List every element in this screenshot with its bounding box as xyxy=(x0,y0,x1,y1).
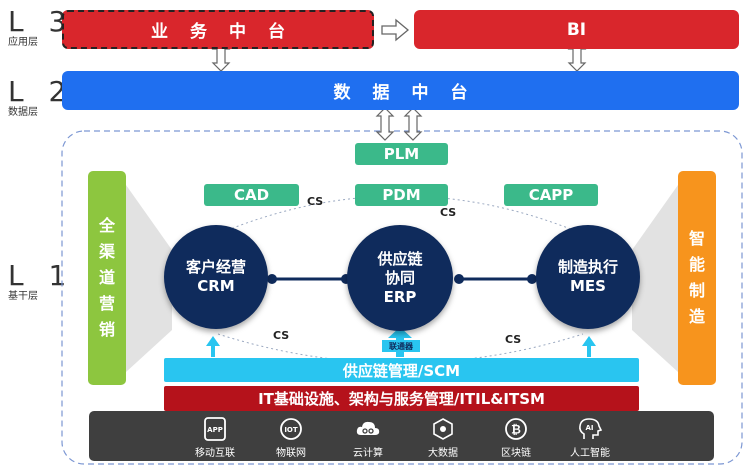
omnichannel-char: 营 xyxy=(98,294,115,313)
smart-mfg-char: 能 xyxy=(688,255,705,274)
level-l3-label: L 3 xyxy=(8,5,75,38)
business-platform-box: 业务中台 xyxy=(62,10,374,49)
mes-title: 制造执行 xyxy=(557,258,618,276)
level-l1: L 1 基干层 xyxy=(8,262,74,303)
tech-item-bigdata: 大数据 xyxy=(403,411,483,461)
crm-code: CRM xyxy=(197,277,235,295)
tech-label-ai: 人工智能 xyxy=(570,448,610,459)
tech-item-cloud: 云计算 xyxy=(328,411,408,461)
bi-box: BI xyxy=(414,10,739,49)
tech-item-mobile: APP 移动互联 xyxy=(175,411,255,461)
data-l1-arrow-right xyxy=(403,107,423,141)
smart-mfg-char: 智 xyxy=(688,229,705,248)
data-l1-arrow-left xyxy=(375,107,395,141)
it-infrastructure-bar: IT基础设施、架构与服务管理/ITIL&ITSM xyxy=(164,386,639,411)
app-icon: APP xyxy=(204,417,226,441)
ai-icon-text: AI xyxy=(585,424,593,432)
omnichannel-char: 道 xyxy=(98,268,115,287)
erp-mes-link-dot-b xyxy=(527,274,537,284)
tech-item-blockchain: ₿ 区块链 xyxy=(476,411,556,461)
scm-crm-arrow xyxy=(206,336,220,357)
level-l1-name: 基干层 xyxy=(8,291,38,302)
level-l2-name: 数据层 xyxy=(8,107,38,118)
left-funnel-shape xyxy=(126,185,172,372)
cs-label-top-left: CS xyxy=(307,195,324,208)
technology-strip: APP 移动互联 IOT 物联网 云计算 大数据 ₿ 区块链 xyxy=(89,411,714,461)
level-l1-label: L 1 xyxy=(8,259,75,292)
big-data-icon xyxy=(433,418,453,440)
cs-label-top-right: CS xyxy=(440,206,457,219)
omnichannel-marketing-box: 全 渠 道 营 销 xyxy=(88,171,126,385)
crm-circle: 客户经营 CRM xyxy=(164,225,268,329)
iot-icon-text: IOT xyxy=(284,426,298,434)
tech-label-iot: 物联网 xyxy=(276,448,306,459)
erp-mes-link-dot-a xyxy=(454,274,464,284)
tech-label-mobile: 移动互联 xyxy=(195,448,235,459)
level-l2: L 2 数据层 xyxy=(8,78,74,119)
pdm-box: PDM xyxy=(355,184,448,206)
crm-title: 客户经营 xyxy=(185,258,246,276)
ai-icon: AI xyxy=(579,418,603,439)
level-l2-label: L 2 xyxy=(8,75,75,108)
erp-title-2: 协同 xyxy=(384,268,415,287)
smart-mfg-char: 制 xyxy=(688,281,705,300)
cs-label-bottom-right: CS xyxy=(505,333,522,346)
cs-label-bottom-left: CS xyxy=(273,329,290,342)
level-l3-name: 应用层 xyxy=(8,37,38,48)
scm-bar: 供应链管理/SCM xyxy=(164,358,639,382)
plm-box: PLM xyxy=(355,143,448,165)
blockchain-icon-text: ₿ xyxy=(511,423,521,437)
omnichannel-char: 全 xyxy=(98,216,115,235)
tech-item-iot: IOT 物联网 xyxy=(251,411,331,461)
tech-item-ai: AI 人工智能 xyxy=(550,411,630,461)
l1-container-border xyxy=(61,130,743,465)
erp-circle: 供应链 协同 ERP xyxy=(347,225,453,331)
business-to-bi-arrow xyxy=(381,18,410,42)
data-platform-box: 数据中台 xyxy=(62,71,739,110)
capp-box: CAPP xyxy=(504,184,598,206)
top-dotted-arc xyxy=(217,195,584,235)
app-icon-text: APP xyxy=(207,426,223,434)
tech-label-cloud: 云计算 xyxy=(353,448,383,459)
tech-label-blockchain: 区块链 xyxy=(501,448,531,459)
cloud-icon xyxy=(356,421,380,435)
mes-code: MES xyxy=(570,277,606,295)
erp-title-1: 供应链 xyxy=(377,249,423,268)
mes-circle: 制造执行 MES xyxy=(536,225,640,329)
cad-box: CAD xyxy=(204,184,299,206)
blockchain-icon: ₿ xyxy=(505,418,527,440)
omnichannel-char: 销 xyxy=(98,320,115,339)
connector-label: 联通器 xyxy=(382,340,420,352)
tech-label-bigdata: 大数据 xyxy=(428,448,458,459)
scm-mes-arrow xyxy=(582,336,596,357)
crm-erp-link-dot-a xyxy=(267,274,277,284)
iot-icon: IOT xyxy=(280,418,302,440)
smart-manufacturing-box: 智 能 制 造 xyxy=(678,171,716,385)
smart-mfg-char: 造 xyxy=(688,307,705,326)
omnichannel-char: 渠 xyxy=(98,242,115,261)
level-l3: L 3 应用层 xyxy=(8,8,74,49)
erp-code: ERP xyxy=(383,287,417,306)
right-funnel-shape xyxy=(632,185,678,372)
